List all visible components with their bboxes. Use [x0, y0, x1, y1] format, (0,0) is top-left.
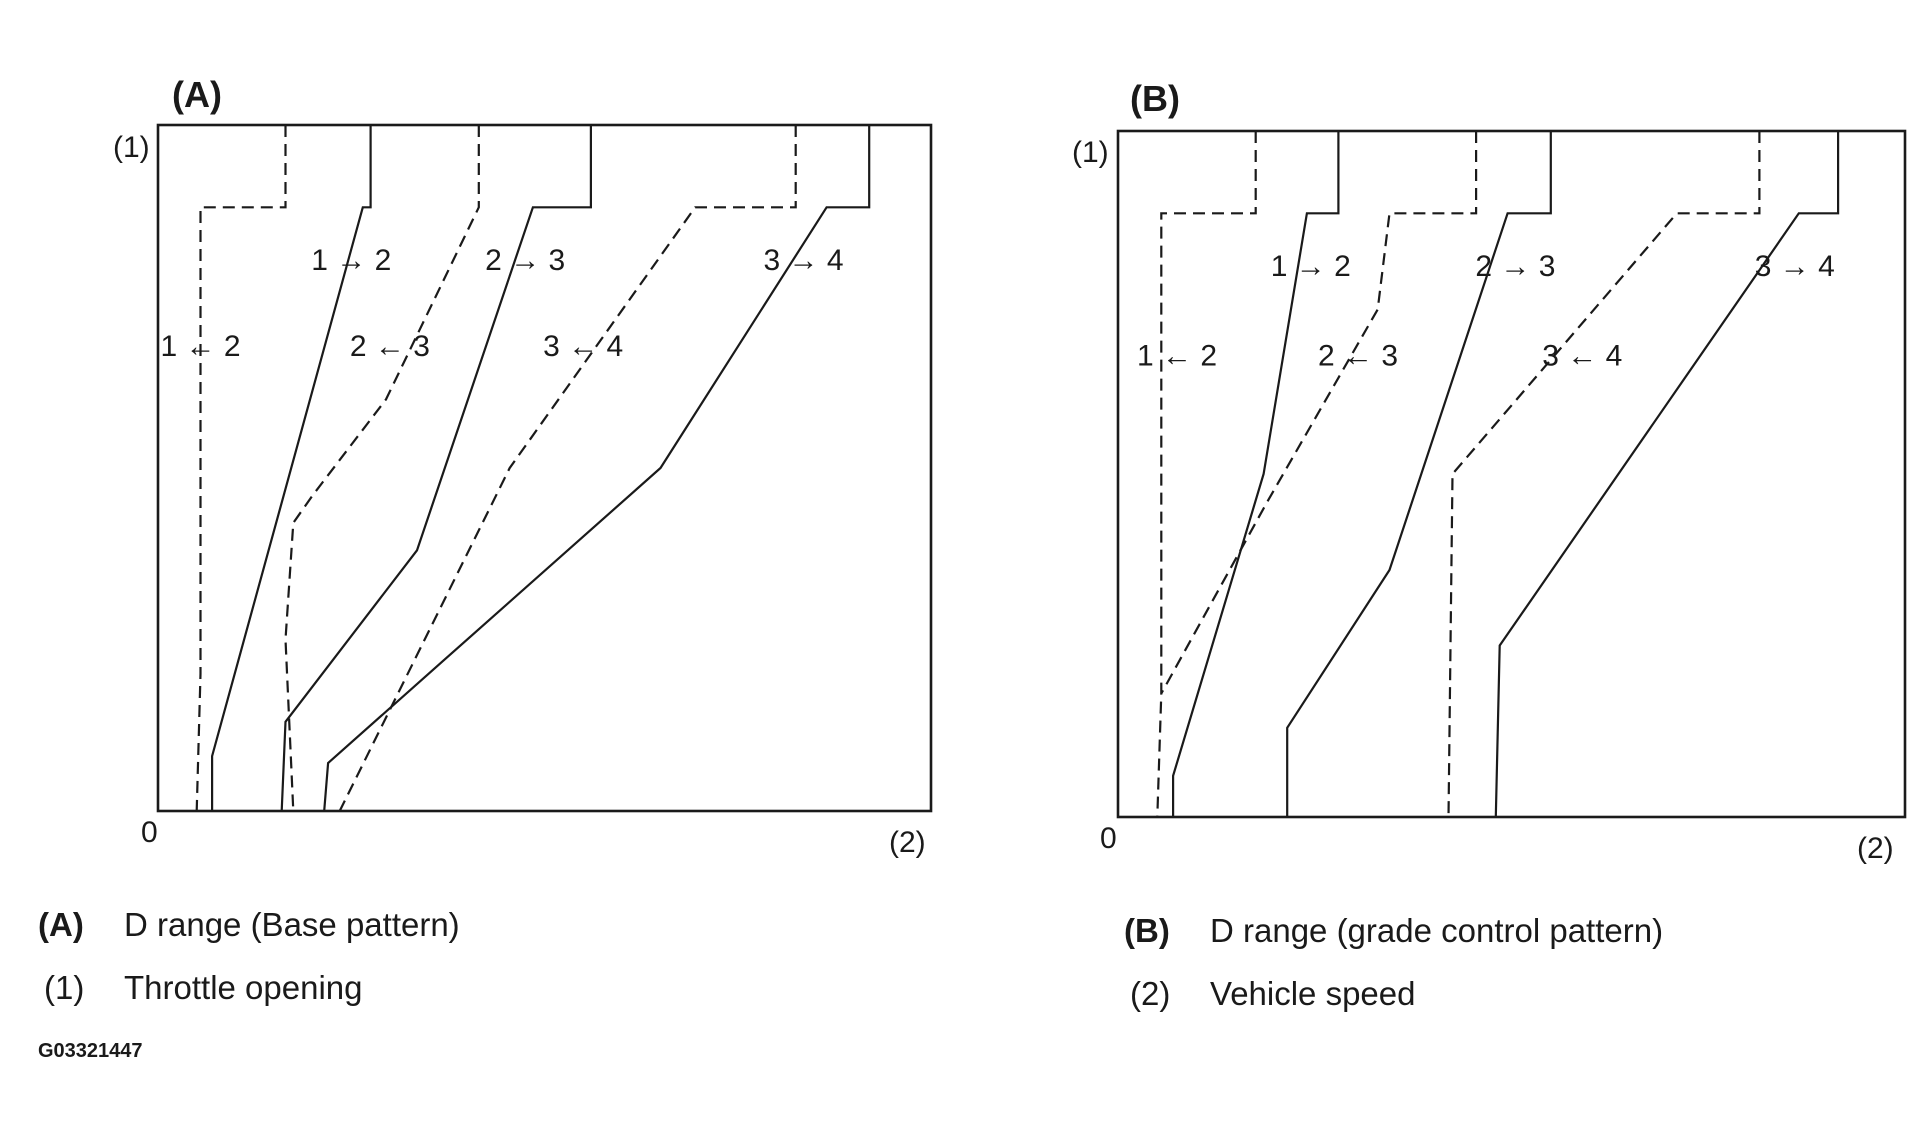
legend-text-1: Throttle opening	[124, 969, 363, 1006]
panel-b-label: (B)	[1130, 78, 1180, 119]
legend-key-b: (B)	[1124, 912, 1170, 949]
legend-text-a: D range (Base pattern)	[124, 906, 460, 943]
panel-b-shift-labels: 1 → 2 2 → 3 3 → 4 1 ← 2 2 ← 3 3 ← 4	[1137, 250, 1835, 372]
panel-b-shift-line-downshift-2	[1160, 131, 1478, 695]
legend-text-2: Vehicle speed	[1210, 975, 1416, 1012]
panel-a-x-axis-label: (2)	[889, 826, 926, 859]
panel-b-y-axis-label: (1)	[1072, 136, 1109, 169]
panel-a-shift-label-3: 1 ← 2	[160, 330, 240, 363]
panel-a-label: (A)	[172, 74, 222, 115]
panel-a-shift-line-downshift-0	[195, 125, 287, 812]
panel-a-shift-label-4: 2 ← 3	[350, 330, 430, 363]
panel-a-shift-line-upshift-5	[323, 125, 871, 812]
panel-b-shift-label-2: 3 → 4	[1755, 250, 1835, 283]
panel-a-shift-labels: 1 → 2 2 → 3 3 → 4 1 ← 2 2 ← 3 3 ← 4	[160, 244, 843, 363]
figure-code: G03321447	[38, 1040, 143, 1062]
legend-key-2: (2)	[1130, 975, 1171, 1012]
panel-a-shift-label-5: 3 ← 4	[543, 330, 623, 363]
panel-a-shift-label-0: 1 → 2	[311, 244, 391, 277]
panel-a-curves	[195, 125, 871, 812]
panel-b-shift-line-downshift-4	[1447, 131, 1761, 818]
chart-panel-a: (A) (1) 0 (2) 1 → 2 2 → 3 3 → 4 1 ← 2 2 ← 3 3…	[113, 74, 933, 859]
panel-a-shift-line-upshift-3	[280, 125, 593, 812]
chart-panel-b: (B) (1) 0 (2) 1 → 2 2 → 3 3 → 4 1 ← 2 2 ← 3 3…	[1072, 78, 1907, 865]
panel-b-shift-line-upshift-1	[1171, 131, 1340, 817]
panel-b-shift-label-5: 3 ← 4	[1542, 339, 1622, 372]
panel-b-x-axis-label: (2)	[1857, 832, 1894, 865]
panel-a-plot-frame	[156, 123, 933, 813]
panel-a-y-axis-label: (1)	[113, 131, 150, 164]
panel-a-shift-line-downshift-2	[284, 125, 480, 812]
panel-a-shift-line-downshift-4	[338, 125, 797, 812]
panel-a-origin-label: 0	[141, 816, 158, 849]
panel-b-shift-label-4: 2 ← 3	[1318, 339, 1398, 372]
legend-text-b: D range (grade control pattern)	[1210, 912, 1664, 949]
panel-b-curves	[1156, 131, 1840, 818]
panel-b-shift-label-0: 1 → 2	[1271, 250, 1351, 283]
panel-a-shift-line-upshift-1	[211, 125, 372, 811]
panel-b-origin-label: 0	[1100, 822, 1117, 855]
panel-b-shift-label-1: 2 → 3	[1475, 250, 1555, 283]
panel-b-shift-label-3: 1 ← 2	[1137, 339, 1217, 372]
panel-b-shift-line-upshift-3	[1286, 131, 1552, 817]
legend-key-a: (A)	[38, 906, 84, 943]
panel-a-shift-label-2: 3 → 4	[763, 244, 843, 277]
legend-key-1: (1)	[44, 969, 85, 1006]
panel-b-shift-line-upshift-5	[1494, 131, 1840, 818]
panel-b-plot-frame	[1116, 129, 1907, 819]
panel-b-shift-line-downshift-0	[1156, 131, 1257, 818]
panel-a-shift-label-1: 2 → 3	[485, 244, 565, 277]
